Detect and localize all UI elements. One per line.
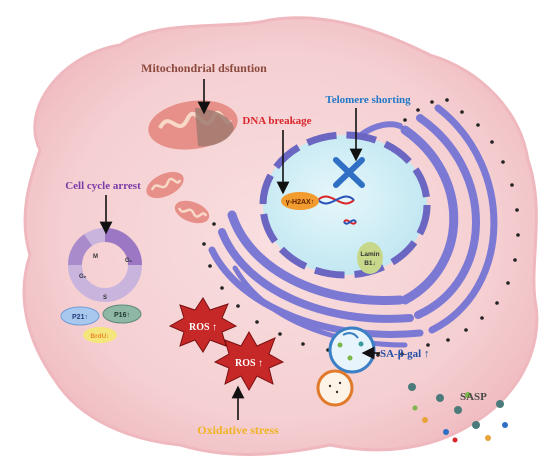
ros-star-1 bbox=[168, 297, 238, 353]
ros-label-1: ROS ↑ bbox=[189, 322, 217, 333]
nucleus bbox=[259, 131, 431, 279]
ros-star-2 bbox=[213, 330, 285, 392]
brdu-badge bbox=[83, 327, 117, 343]
endoplasmic-reticulum bbox=[208, 104, 498, 348]
oxidative-label: Oxidative stress bbox=[197, 423, 279, 437]
arrows bbox=[99, 79, 380, 420]
dna-label: DNA breakage bbox=[242, 115, 311, 127]
p21-label: P21↑ bbox=[72, 314, 88, 321]
ribosome-dots bbox=[202, 98, 520, 357]
brdu-label: BrdU↓ bbox=[90, 333, 109, 340]
sasp-label: SASP bbox=[460, 391, 487, 403]
phase-g1-label: G₁ bbox=[125, 258, 133, 264]
cellcycle-label: Cell cycle arrest bbox=[65, 180, 141, 192]
ros-label-2: ROS ↑ bbox=[235, 358, 263, 369]
sabgal-label: SA-β-gal ↑ bbox=[380, 348, 430, 360]
phase-m-label: M bbox=[93, 254, 98, 260]
lysosome-icon bbox=[316, 326, 376, 407]
lamin-label-line1: Lamin bbox=[360, 251, 379, 258]
lamin-b1-blob bbox=[357, 242, 383, 274]
cell-cycle-ring bbox=[68, 228, 142, 302]
telomere-label: Telomere shorting bbox=[325, 94, 411, 106]
mitochondrion-small-2 bbox=[174, 200, 210, 224]
h2ax-label: γ-H2AX↑ bbox=[286, 199, 314, 206]
phase-g2-label: G₂ bbox=[79, 274, 87, 280]
sasp-factors bbox=[408, 383, 508, 443]
p16-badge bbox=[102, 304, 142, 324]
mitochondrion-large bbox=[148, 100, 238, 150]
p16-label: P16↑ bbox=[114, 312, 130, 319]
lamin-label-line2: B1↓ bbox=[364, 260, 376, 267]
chromosome-icon bbox=[333, 157, 365, 188]
mito-label: Mitochondrial dsfuntion bbox=[141, 61, 267, 75]
mitochondrion-small-1 bbox=[146, 171, 184, 199]
phase-s-label: S bbox=[103, 295, 107, 301]
p21-badge bbox=[60, 306, 100, 326]
h2ax-badge bbox=[281, 192, 319, 210]
